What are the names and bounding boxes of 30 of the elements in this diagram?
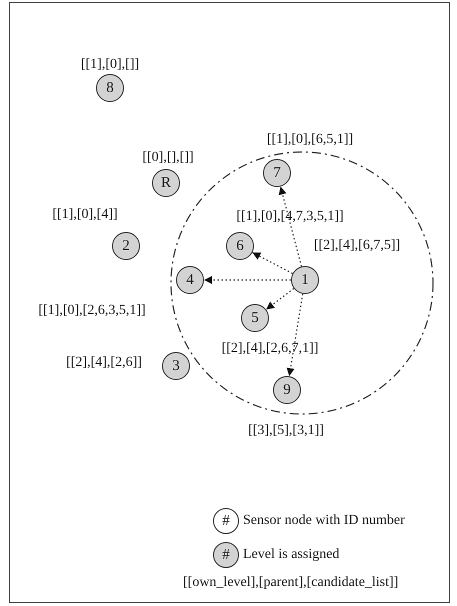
sensor-node-circle: 8 [96,74,124,102]
node-state-label: [[1],[0],[4,7,3,5,1]] [236,210,344,224]
node-state-label: [[2],[4],[2,6]] [66,356,142,370]
sensor-node-circle: 6 [226,232,254,260]
dotted-arrow [278,186,302,267]
node-state-label: [[2],[4],[2,6,7,1]] [222,342,318,356]
dotted-arrow [252,252,293,274]
legend-swatch: # [213,508,239,534]
node-state-label: [[1],[0],[6,5,1]] [266,133,354,147]
sensor-node-circle: 3 [162,352,190,380]
node-state-label: [[3],[5],[3,1]] [248,424,324,438]
dotted-arrow [266,288,294,310]
sensor-node-circle: 1 [291,266,319,294]
legend-text: Level is assigned [243,548,340,562]
sensor-node-circle: 9 [273,376,301,404]
format-note: [[own_level],[parent],[candidate_list]] [183,576,398,590]
sensor-node-circle: 2 [112,232,140,260]
node-state-label: [[1],[0],[]] [80,58,140,72]
dotted-arrow [204,276,291,284]
node-state-label: [[2],[4],[6,7,5]] [314,239,400,253]
legend-text: Sensor node with ID number [243,514,405,528]
node-state-label: [[1],[0],[4]] [52,208,118,222]
sensor-node-circle: R [152,169,180,197]
legend-swatch: # [213,542,239,568]
sensor-node-circle: 5 [241,304,269,332]
node-state-label: [[0],[],[]] [142,151,194,165]
node-state-label: [[1],[0],[2,6,3,5,1]] [38,304,146,318]
sensor-node-circle: 4 [176,266,204,294]
sensor-node-circle: 7 [263,159,291,187]
dotted-arrow [286,294,304,376]
